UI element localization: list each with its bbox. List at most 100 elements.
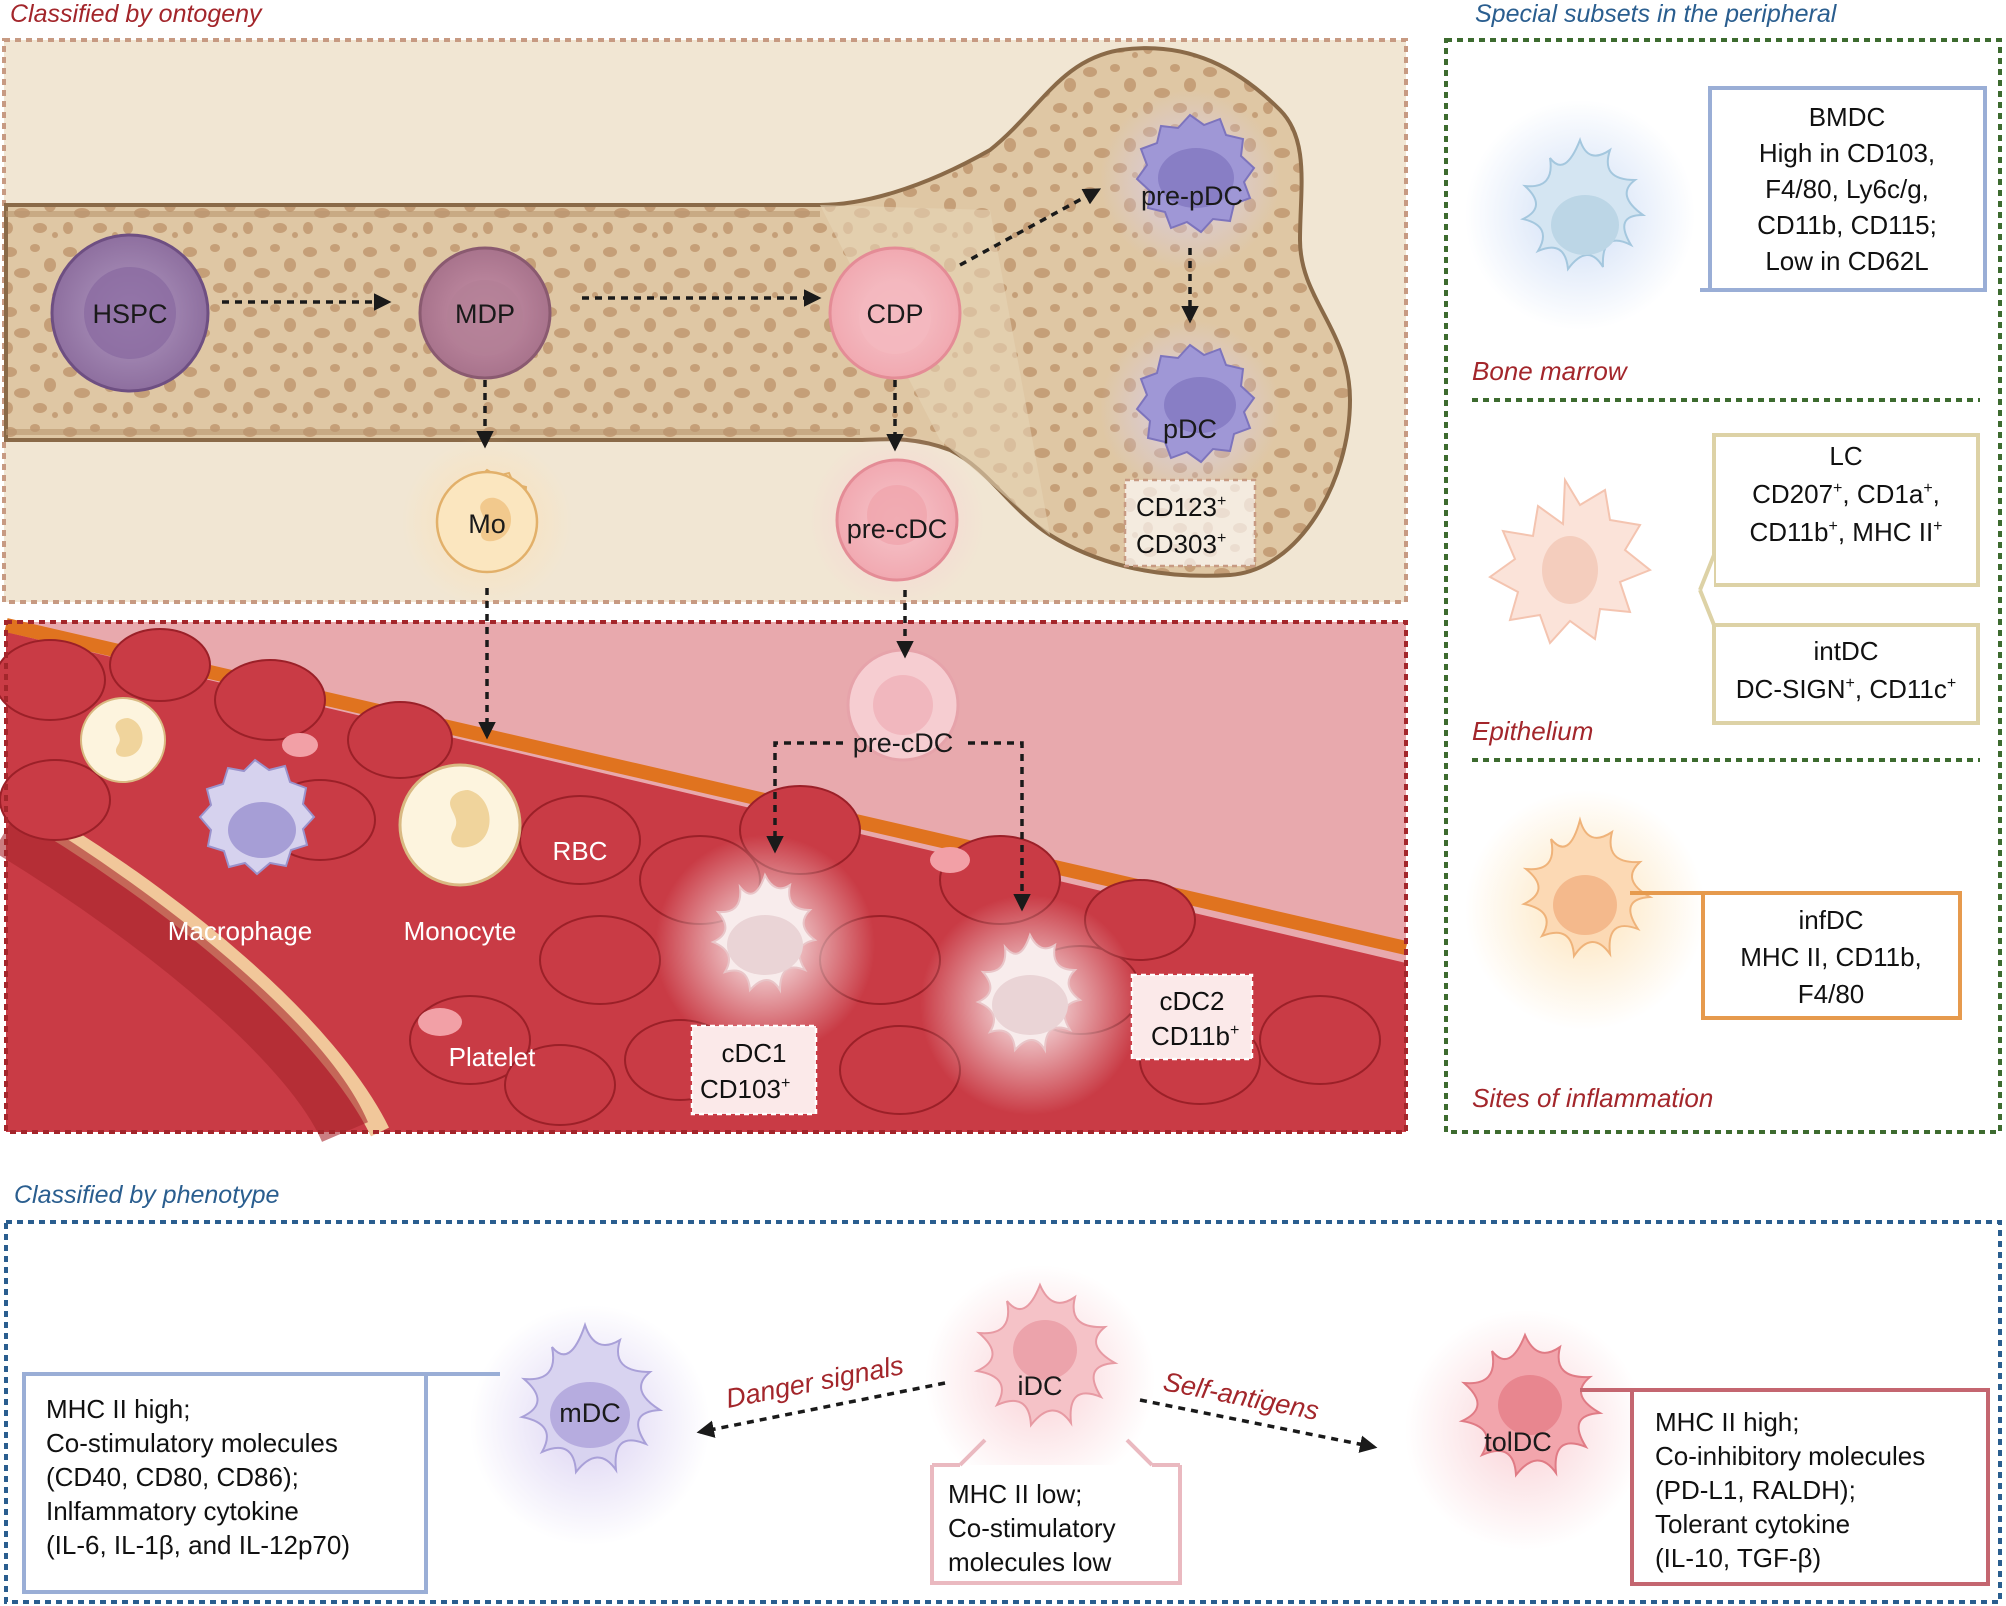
cdc2-marker: CD11b <box>1151 1021 1230 1051</box>
intdc-marker: DC-SIGN <box>1736 674 1846 704</box>
bmdc-line: F4/80, Ly6c/g, <box>1765 174 1929 204</box>
cdc1-label: cDC1 <box>721 1038 786 1068</box>
peripheral-heading: Special subsets in the peripheral <box>1475 0 1838 28</box>
bmdc-line: High in CD103, <box>1759 138 1935 168</box>
lc-marker: MHC II <box>1852 517 1933 547</box>
plus-sign: + <box>1947 675 1956 692</box>
pre-cdc-bone-cell: pre-cDC <box>809 432 985 608</box>
plus-sign: + <box>1828 518 1837 535</box>
mdc-box-line: (IL-6, IL-1β, and IL-12p70) <box>46 1530 350 1560</box>
svg-text:CD11b+, MHC II+: CD11b+, MHC II+ <box>1749 517 1942 547</box>
phenotype-heading: Classified by phenotype <box>14 1181 279 1209</box>
rbc-label: RBC <box>553 836 608 866</box>
mo-label: Mo <box>468 509 506 539</box>
pdc-marker-cd123: CD123 <box>1136 492 1217 522</box>
toldc-box-line: Tolerant cytokine <box>1655 1509 1850 1539</box>
mdc-label: mDC <box>559 1398 621 1428</box>
cdp-label: CDP <box>866 299 923 329</box>
intdc-box: intDC DC-SIGN+, CD11c+ <box>1698 589 1980 725</box>
ontogeny-arrows-blood <box>478 588 1031 912</box>
cdc1-cell <box>655 835 875 1055</box>
pdc-label: pDC <box>1163 414 1217 444</box>
idc-box-line: Co-stimulatory <box>948 1513 1116 1543</box>
lc-marker: CD11b <box>1749 517 1828 547</box>
macrophage-cell <box>198 758 316 876</box>
macrophage-label: Macrophage <box>168 916 313 946</box>
cdc1-marker-box: cDC1 CD103+ <box>690 1024 818 1116</box>
inflammation-label: Sites of inflammation <box>1472 1083 1713 1113</box>
svg-text:CD11b+: CD11b+ <box>1151 1021 1239 1051</box>
hspc-cell: HSPC <box>50 233 210 393</box>
bmdc-title: BMDC <box>1809 102 1886 132</box>
monocyte-cell <box>398 763 522 887</box>
pre-pdc-label: pre-pDC <box>1141 181 1243 211</box>
toldc-label: tolDC <box>1484 1427 1552 1457</box>
mdp-label: MDP <box>455 299 515 329</box>
lc-box: LC CD207+, CD1a+, CD11b+, MHC II+ <box>1698 433 1980 591</box>
infdc-line: MHC II, CD11b, <box>1740 942 1922 972</box>
toldc-box-line: (IL-10, TGF-β) <box>1655 1543 1821 1573</box>
ontogeny-arrows-bone <box>222 188 1199 452</box>
infdc-title: infDC <box>1798 905 1863 935</box>
platelet <box>930 847 970 873</box>
bone-marrow-label: Bone marrow <box>1472 356 1629 386</box>
toldc-box-line: (PD-L1, RALDH); <box>1655 1475 1856 1505</box>
toldc-box-line: MHC II high; <box>1655 1407 1800 1437</box>
svg-text:CD207+, CD1a+,: CD207+, CD1a+, <box>1752 479 1940 509</box>
pre-pdc-cell: pre-pDC <box>1100 90 1280 270</box>
svg-text:CD303+: CD303+ <box>1136 529 1226 559</box>
small-monocyte <box>80 697 166 783</box>
platelet-label: Platelet <box>449 1042 536 1072</box>
cdc1-marker: CD103 <box>700 1074 781 1104</box>
svg-text:DC-SIGN+, CD11c+: DC-SIGN+, CD11c+ <box>1736 674 1956 704</box>
pre-cdc-blood-label: pre-cDC <box>853 728 954 758</box>
blood-vessel-panel: Macrophage Monocyte RBC Platelet pre-cDC <box>0 588 1408 1143</box>
infdc-box: infDC MHC II, CD11b, F4/80 <box>1630 891 1962 1020</box>
infdc-cell <box>1465 790 1705 1030</box>
pre-cdc-blood-cell: pre-cDC <box>846 648 960 762</box>
idc-box: MHC II low; Co-stimulatory molecules low <box>930 1438 1182 1585</box>
pdc-marker-box: CD123+ CD303+ <box>1123 478 1257 568</box>
idc-box-line: MHC II low; <box>948 1479 1082 1509</box>
mdc-box-line: (CD40, CD80, CD86); <box>46 1462 299 1492</box>
plus-sign: + <box>1933 518 1942 535</box>
svg-text:CD123+: CD123+ <box>1136 492 1226 522</box>
idc-box-line: molecules low <box>948 1547 1112 1577</box>
mdc-box: MHC II high; Co-stimulatory molecules (C… <box>22 1372 500 1594</box>
plus-sign: + <box>1217 530 1226 547</box>
mdc-box-line: Inlfammatory cytokine <box>46 1496 299 1526</box>
bmdc-line: CD11b, CD115; <box>1757 210 1937 240</box>
monocyte-label: Monocyte <box>404 916 517 946</box>
svg-text:CD103+: CD103+ <box>700 1074 790 1104</box>
hspc-label: HSPC <box>92 299 167 329</box>
lc-title: LC <box>1829 441 1862 471</box>
bmdc-line: Low in CD62L <box>1765 246 1928 276</box>
cdc2-marker-box: cDC2 CD11b+ <box>1130 973 1254 1061</box>
pdc-cell: pDC <box>1100 320 1280 500</box>
lc-marker: CD1a <box>1857 479 1924 509</box>
bmdc-box: BMDC High in CD103, F4/80, Ly6c/g, CD11b… <box>1700 86 1987 292</box>
bmdc-cell <box>1465 100 1695 330</box>
platelet <box>418 1008 462 1036</box>
lc-marker: CD207 <box>1752 479 1833 509</box>
cdp-cell: CDP <box>828 246 962 380</box>
plus-sign: + <box>1846 675 1855 692</box>
ontogeny-heading: Classified by ontogeny <box>10 0 263 28</box>
mdp-cell: MDP <box>418 246 552 380</box>
mo-cell: Mo <box>402 437 572 607</box>
idc-label: iDC <box>1018 1371 1063 1401</box>
cdc2-label: cDC2 <box>1159 986 1224 1016</box>
plus-sign: + <box>1833 480 1842 497</box>
plus-sign: + <box>1217 493 1226 510</box>
intdc-marker: CD11c <box>1869 674 1947 704</box>
toldc-box: MHC II high; Co-inhibitory molecules (PD… <box>1580 1388 1990 1586</box>
toldc-cell: tolDC <box>1405 1310 1645 1550</box>
intdc-title: intDC <box>1813 636 1878 666</box>
epithelium-label: Epithelium <box>1472 716 1593 746</box>
mdc-cell: mDC <box>470 1305 710 1545</box>
plus-sign: + <box>1923 480 1932 497</box>
pre-cdc-bone-label: pre-cDC <box>847 514 948 544</box>
infdc-line: F4/80 <box>1798 979 1865 1009</box>
mdc-box-line: MHC II high; <box>46 1394 191 1424</box>
